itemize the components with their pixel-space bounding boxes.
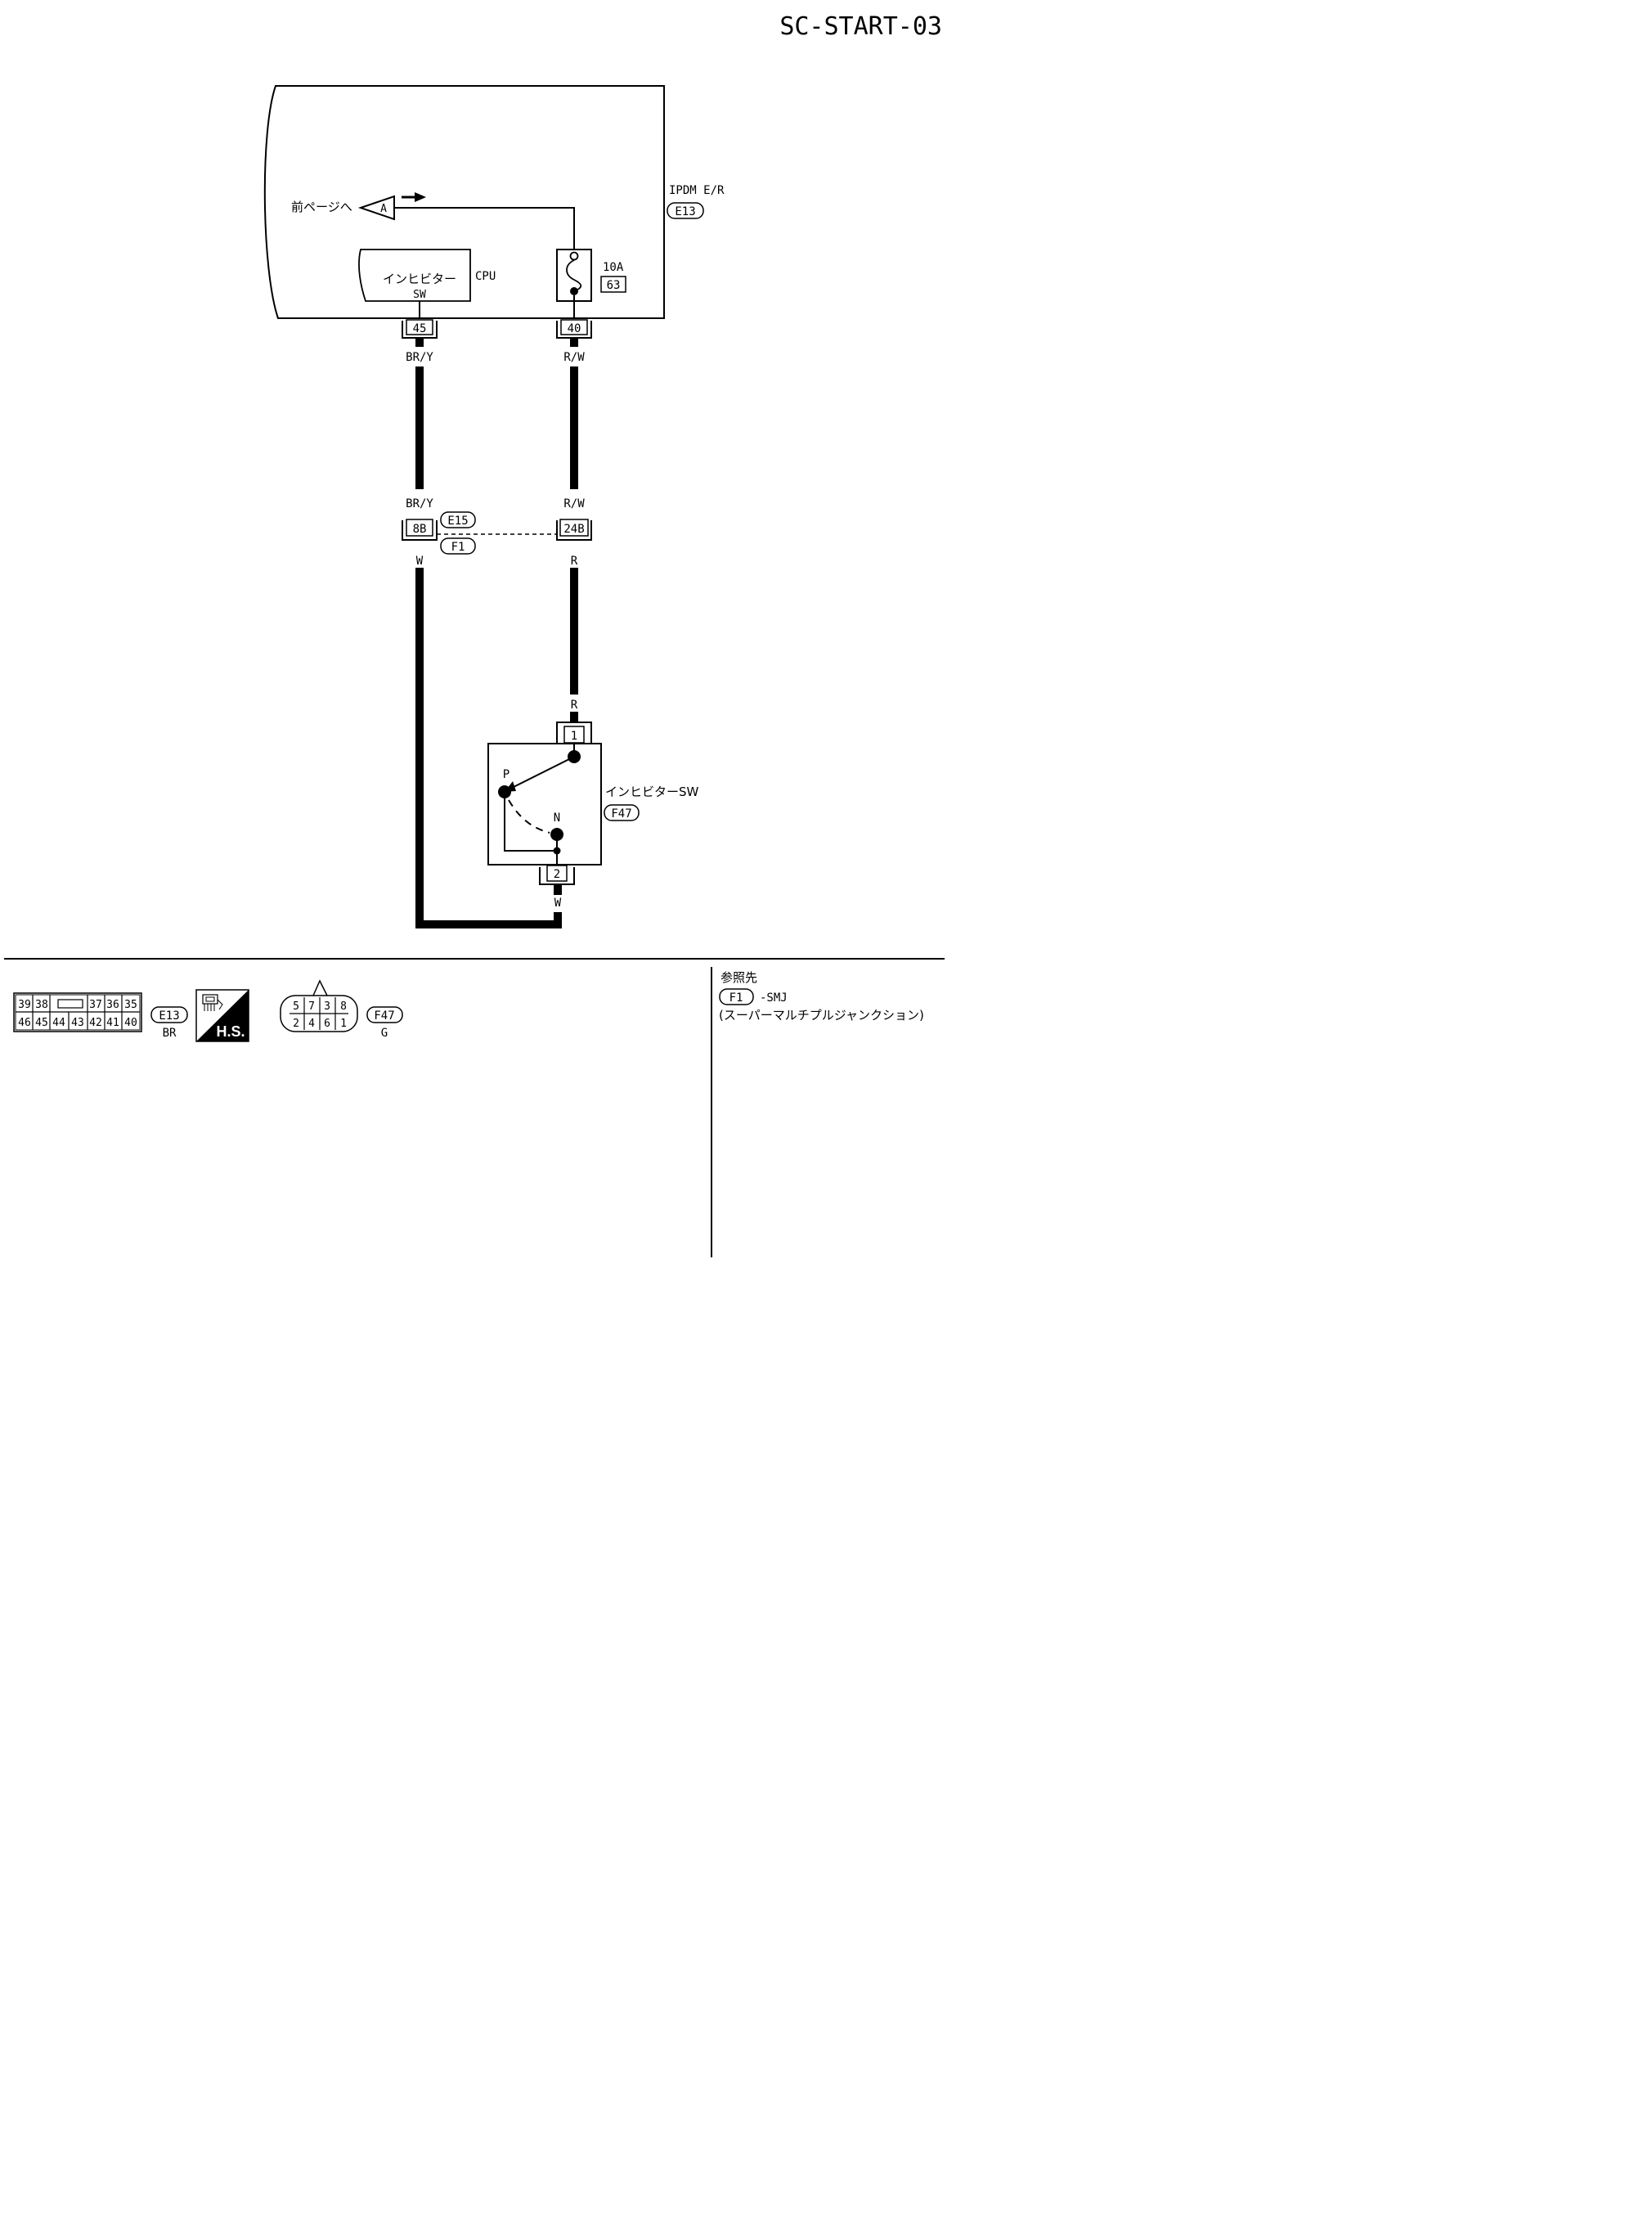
e13-pin: 40 xyxy=(124,1017,137,1029)
ipdm-module-outline xyxy=(263,85,665,319)
inhibitor-switch-body xyxy=(487,743,602,865)
reference-description: (スーパーマルチプルジャンクション) xyxy=(719,1008,924,1023)
connector-e13-tag: E13 xyxy=(150,1006,188,1023)
e13-pin: 39 xyxy=(18,999,31,1011)
reference-connector-tag: F1 xyxy=(719,988,754,1005)
joint-connector-e15: E15 xyxy=(440,511,476,528)
svg-text:8B: 8B xyxy=(413,523,427,536)
wire-color-left-lower: W xyxy=(416,555,424,568)
e13-pin: 45 xyxy=(35,1017,48,1029)
joint-connector-f1: F1 xyxy=(440,537,476,555)
e13-pin: 41 xyxy=(106,1017,119,1029)
hs-badge: H.S. xyxy=(195,989,249,1042)
wire-color-right-lower-bottom: R xyxy=(571,699,578,712)
fuse-rating: 10A xyxy=(603,261,624,274)
reference-suffix: -SMJ xyxy=(760,991,788,1005)
hs-badge-text: H.S. xyxy=(216,1023,245,1040)
inhibitor-switch-connector-tag: F47 xyxy=(604,804,640,821)
wire-color-left-bottom: BR/Y xyxy=(406,497,433,510)
wire-left-lower xyxy=(415,568,562,928)
f47-pin: 8 xyxy=(340,1000,347,1013)
cpu-label: CPU xyxy=(475,270,496,283)
wire-stub-sw-bottom xyxy=(554,885,562,895)
f47-pin: 7 xyxy=(308,1000,315,1013)
page-link-label: 前ページへ xyxy=(291,200,352,214)
f47-pin: 1 xyxy=(340,1018,347,1030)
e13-pin: 35 xyxy=(124,999,137,1011)
e13-pin: 36 xyxy=(106,999,119,1011)
sw-terminal-2: 2 xyxy=(539,865,575,885)
harness-side-icon xyxy=(202,994,223,1011)
fuse-icon xyxy=(566,251,582,295)
terminal-40: 40 xyxy=(556,319,592,339)
svg-text:F47: F47 xyxy=(374,1009,394,1023)
wire-color-right-bottom: R/W xyxy=(563,497,585,510)
inhibitor-switch-name: インヒビターSW xyxy=(605,785,699,799)
svg-text:E13: E13 xyxy=(159,1009,179,1023)
e13-pin: 38 xyxy=(35,999,48,1011)
joint-terminal-24b: 24B xyxy=(556,519,592,541)
e13-pin: 44 xyxy=(52,1017,65,1029)
fuse-number-box: 63 xyxy=(600,276,626,293)
terminal-45: 45 xyxy=(402,319,438,339)
svg-text:63: 63 xyxy=(607,279,621,292)
wire-stub-left-top xyxy=(415,339,424,347)
wire-color-right-top: R/W xyxy=(563,351,585,364)
svg-text:1: 1 xyxy=(571,730,577,743)
svg-text:A: A xyxy=(380,203,387,215)
e13-pin: 43 xyxy=(71,1017,84,1029)
svg-text:45: 45 xyxy=(413,322,427,335)
f47-pin: 5 xyxy=(293,1000,299,1013)
cpu-inhibitor-block xyxy=(358,249,471,302)
joint-terminal-8b: 8B xyxy=(402,519,438,541)
wire-color-sw-out: W xyxy=(554,897,562,910)
e13-pin: 37 xyxy=(89,999,102,1011)
wire-stub-right-top xyxy=(570,339,578,347)
f47-pin: 2 xyxy=(293,1018,299,1030)
e13-pin: 46 xyxy=(18,1017,31,1029)
connector-f47-color: G xyxy=(381,1027,388,1040)
f47-pin: 4 xyxy=(308,1018,315,1030)
f47-pin: 6 xyxy=(324,1018,330,1030)
wire-stub-sw-top xyxy=(570,712,578,722)
wire-color-right-lower-top: R xyxy=(571,555,578,568)
svg-text:E15: E15 xyxy=(447,515,468,528)
reference-title: 参照先 xyxy=(721,970,757,985)
wire-left-upper xyxy=(415,366,424,489)
connector-e13-color: BR xyxy=(163,1027,177,1040)
wiring-diagram: SC-START-03 IPDM E/R E13 前ページへ A インヒビター … xyxy=(4,12,945,1257)
page-link-connector: A xyxy=(357,195,395,221)
svg-text:E13: E13 xyxy=(675,205,695,218)
svg-text:F1: F1 xyxy=(451,541,465,554)
ipdm-connector-tag: E13 xyxy=(667,202,704,219)
page-title: SC-START-03 xyxy=(779,12,942,41)
connector-f47-face: 5 7 3 8 2 4 6 1 xyxy=(280,979,358,1032)
connector-f47-tag: F47 xyxy=(366,1006,403,1023)
ipdm-name: IPDM E/R xyxy=(669,184,725,197)
f47-pin: 3 xyxy=(324,1000,330,1013)
svg-text:40: 40 xyxy=(568,322,581,335)
wire-color-left-top: BR/Y xyxy=(406,351,433,364)
svg-text:F47: F47 xyxy=(611,807,631,821)
wire-right-upper xyxy=(570,366,578,489)
svg-text:2: 2 xyxy=(554,868,560,881)
cpu-switch-name: インヒビター xyxy=(383,272,456,286)
svg-text:24B: 24B xyxy=(563,523,584,536)
connector-e13-face: 39 38 37 36 35 46 45 44 43 42 41 40 xyxy=(13,992,142,1032)
fuse-to-link-wire xyxy=(394,207,575,252)
inhibitor-switch-contacts xyxy=(498,744,581,865)
cpu-switch-sub: SW xyxy=(413,289,426,301)
sw-position-p: P xyxy=(503,768,510,781)
sw-position-n: N xyxy=(554,812,560,825)
sw-terminal-1: 1 xyxy=(556,722,592,744)
e13-pin: 42 xyxy=(89,1017,102,1029)
svg-text:F1: F1 xyxy=(729,991,743,1005)
wire-right-lower xyxy=(570,568,578,695)
page-link-arrow-icon xyxy=(402,192,426,202)
